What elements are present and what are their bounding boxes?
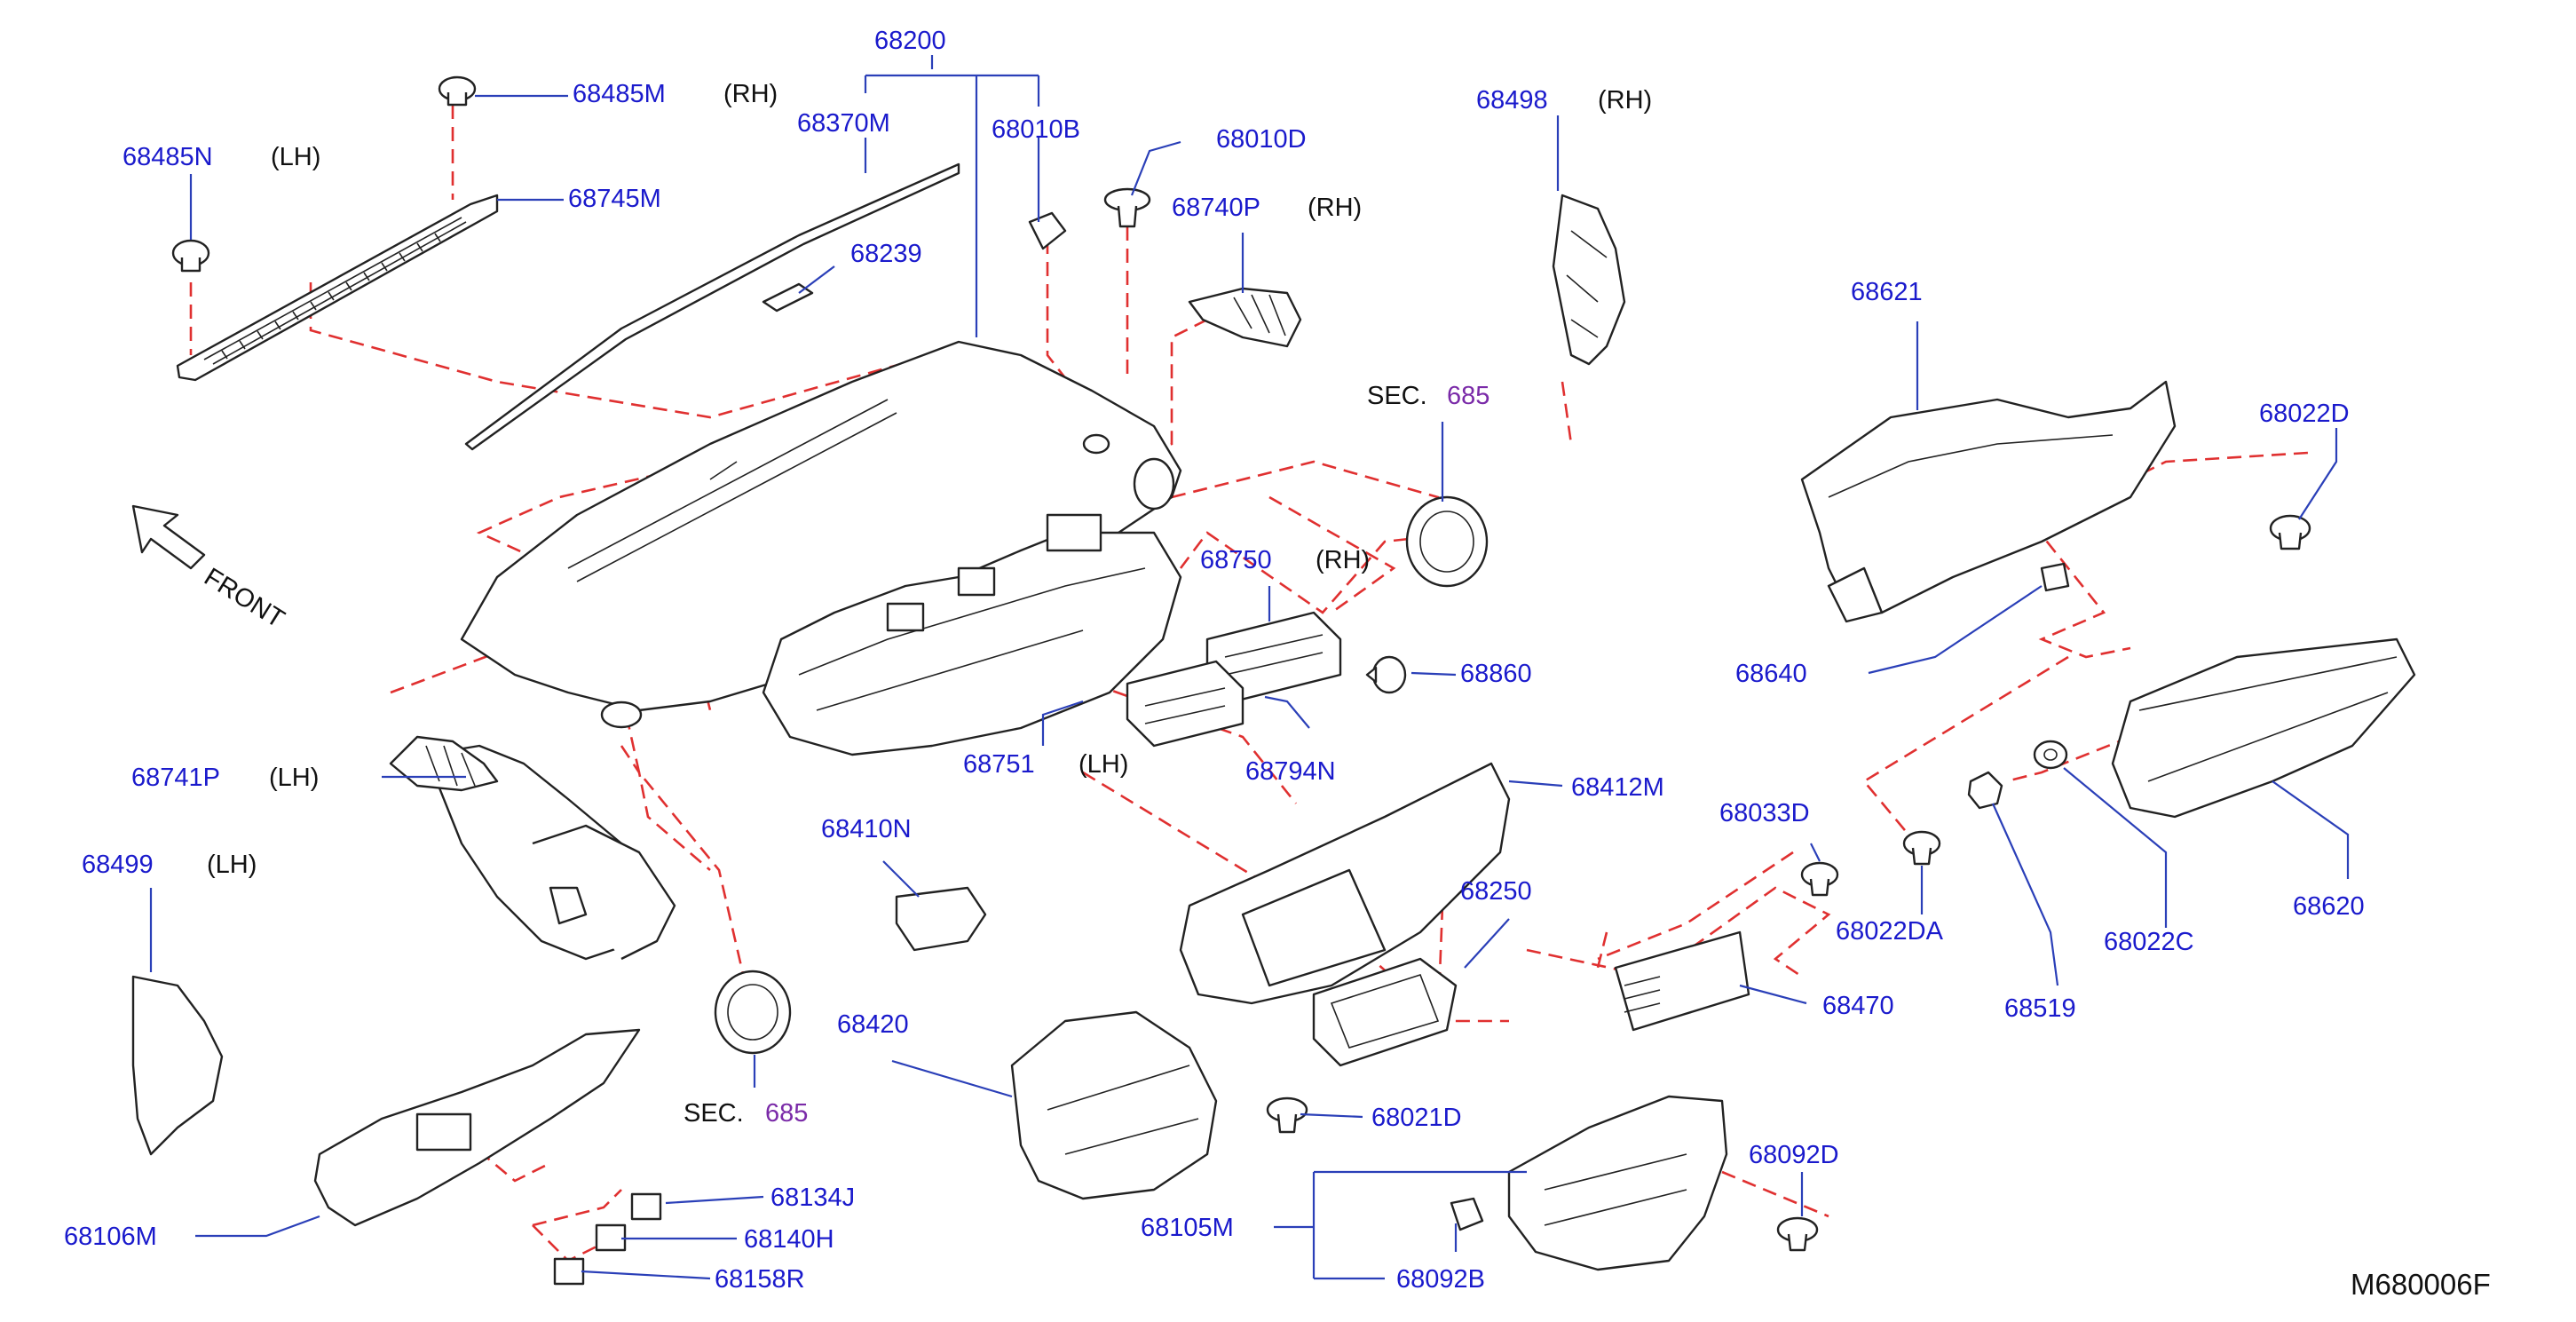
label-68485n: 68485N (122, 143, 213, 171)
label-68021d: 68021D (1371, 1104, 1462, 1132)
felt-pad (762, 282, 814, 313)
label-68022c: 68022C (2104, 928, 2194, 956)
label-68470: 68470 (1822, 992, 1894, 1020)
qualifier-68485n: (LH) (271, 143, 320, 171)
part-68860-icon (1365, 655, 1407, 694)
label-68499: 68499 (82, 851, 154, 879)
rh-center-vent (1405, 495, 1489, 588)
label-68620: 68620 (2293, 892, 2365, 921)
bumper-68519-icon (1967, 771, 2003, 810)
qualifier-68751: (LH) (1079, 750, 1128, 779)
label-68745m: 68745M (568, 185, 661, 213)
diagram-code: M680006F (2351, 1268, 2491, 1301)
label-68105m: 68105M (1141, 1214, 1234, 1242)
washer-68022c-icon (2033, 740, 2068, 770)
label-68751: 68751 (963, 750, 1035, 779)
clip-68140h-icon (595, 1223, 627, 1252)
parts-art (131, 75, 2416, 1286)
label-68010b: 68010B (992, 115, 1080, 144)
lower-panel-68106m (313, 1028, 641, 1227)
leader-lines (149, 55, 2350, 1280)
screw-68022da-icon (1902, 830, 1941, 866)
label-68519: 68519 (2004, 994, 2076, 1023)
section-ref-rh-prefix: SEC. (1367, 382, 1427, 410)
section-ref-lh-number: 685 (765, 1099, 808, 1128)
lh-side-vent (389, 735, 499, 792)
label-68750: 68750 (1200, 546, 1272, 574)
qualifier-68740p: (RH) (1308, 194, 1362, 222)
part-labels: 68200 68485M (RH) 68370M 68010B 68010D 6… (64, 27, 2491, 1301)
label-68794n: 68794N (1245, 757, 1336, 786)
label-68200: 68200 (874, 27, 946, 55)
label-68640: 68640 (1735, 660, 1807, 688)
box-68470 (1614, 930, 1750, 1032)
label-68410n: 68410N (821, 815, 912, 843)
label-68022d: 68022D (2259, 400, 2350, 428)
qualifier-68499: (LH) (207, 851, 257, 879)
dash-molding-strip (464, 162, 960, 451)
label-68860: 68860 (1460, 660, 1532, 688)
label-68158r: 68158R (715, 1265, 805, 1294)
label-68010d: 68010D (1216, 125, 1307, 154)
clip-68134j-icon (630, 1192, 662, 1221)
glove-box-68620 (2111, 637, 2416, 819)
section-ref-lh-prefix: SEC. (684, 1099, 744, 1128)
clip-68158r-icon (553, 1257, 585, 1286)
label-68485m: 68485M (573, 80, 666, 108)
screw-68033d-icon (1800, 861, 1839, 897)
qualifier-68741p: (LH) (269, 764, 319, 792)
section-ref-rh-number: 685 (1447, 382, 1489, 410)
lh-side-bracket-68499 (131, 975, 224, 1156)
clip-68485m-stem (446, 92, 468, 107)
display-68250 (1312, 957, 1458, 1067)
defroster-grille (176, 194, 499, 382)
label-68092d: 68092D (1749, 1141, 1839, 1169)
label-68412m: 68412M (1571, 773, 1664, 802)
latch-68640 (2040, 562, 2070, 592)
lh-center-vent (714, 970, 792, 1055)
front-arrow-icon (131, 504, 206, 570)
qualifier-68498: (RH) (1598, 86, 1652, 115)
clip-68485n-stem (180, 257, 201, 273)
screw-68092d-icon (1776, 1216, 1819, 1252)
label-68740p: 68740P (1172, 194, 1260, 222)
screw-68022d-icon (2269, 514, 2311, 550)
clip-68092b-icon (1450, 1197, 1484, 1231)
rh-side-bracket-68498 (1552, 194, 1626, 366)
bracket-68010b (1028, 211, 1067, 250)
label-68033d: 68033D (1719, 799, 1810, 827)
qualifier-68485m: (RH) (723, 80, 778, 108)
label-68621: 68621 (1851, 278, 1923, 306)
screw-68010d-icon (1103, 187, 1151, 228)
glove-box-upper-68621 (1800, 380, 2177, 614)
screw-68021d-icon (1266, 1096, 1308, 1134)
label-68022da: 68022DA (1836, 917, 1944, 946)
label-68741p: 68741P (131, 764, 220, 792)
label-68250: 68250 (1460, 877, 1532, 906)
lower-center-68105m (1507, 1095, 1728, 1271)
label-68239: 68239 (850, 240, 922, 268)
cover-68410n (895, 886, 987, 952)
center-vent-68751 (1126, 660, 1245, 748)
label-68092b: 68092B (1396, 1265, 1485, 1294)
label-68106m: 68106M (64, 1223, 157, 1251)
label-68420: 68420 (837, 1010, 909, 1039)
meter-hood-68420 (1010, 1010, 1218, 1200)
front-label: FRONT (199, 563, 289, 634)
label-68370m: 68370M (797, 109, 890, 138)
label-68134j: 68134J (770, 1183, 855, 1212)
label-68140h: 68140H (744, 1225, 834, 1254)
qualifier-68750: (RH) (1316, 546, 1370, 574)
label-68498: 68498 (1476, 86, 1548, 115)
instrument-panel (424, 340, 1182, 961)
